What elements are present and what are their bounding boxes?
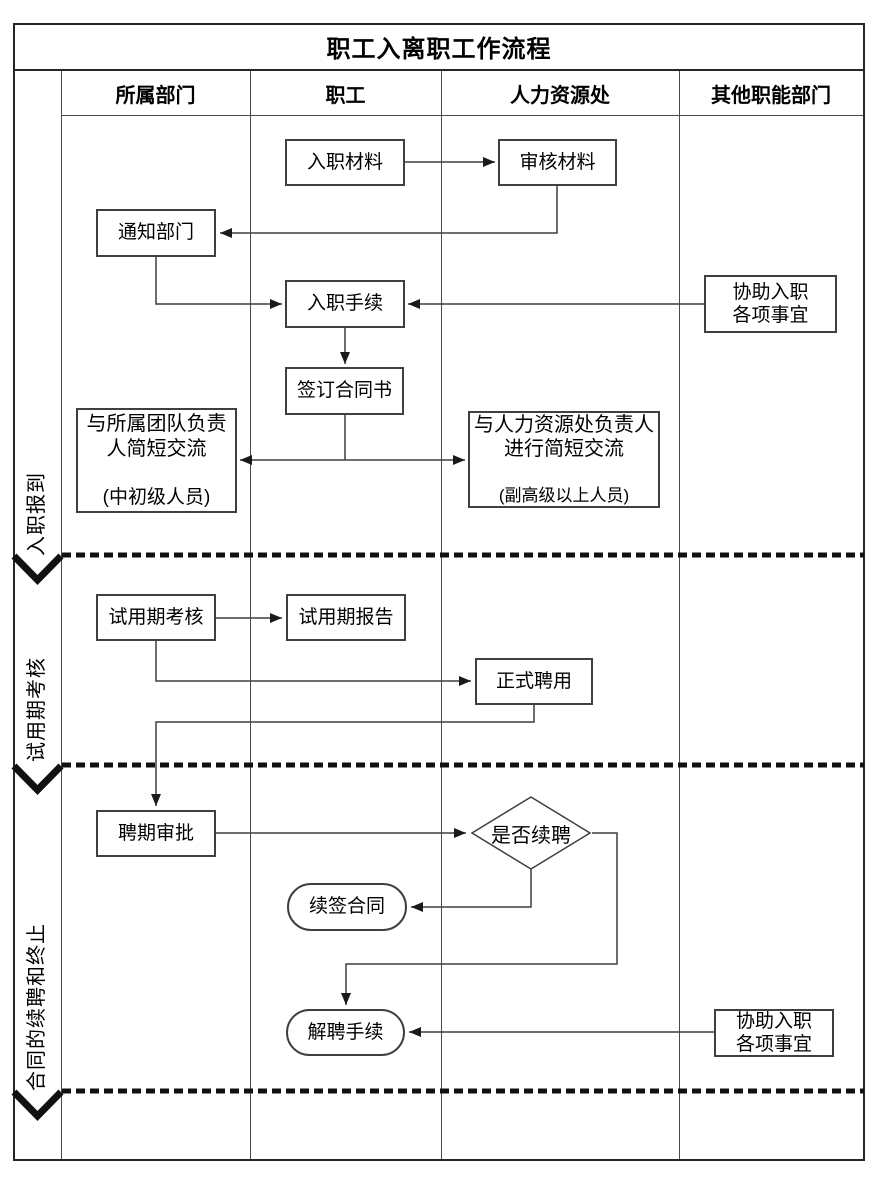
node-probation-report: 试用期报告 bbox=[286, 594, 406, 641]
node-renew-decision: 是否续聘 bbox=[470, 795, 592, 871]
node-onboarding-procedure: 入职手续 bbox=[285, 280, 405, 328]
node-onboarding-materials: 入职材料 bbox=[285, 139, 405, 186]
page-title: 职工入离职工作流程 bbox=[13, 23, 865, 71]
lane-divider-phase bbox=[61, 71, 62, 1159]
lane-header-department: 所属部门 bbox=[115, 84, 196, 107]
lane-divider-3 bbox=[679, 71, 680, 1159]
lane-divider-1 bbox=[250, 71, 251, 1159]
node-probation-review: 试用期考核 bbox=[96, 594, 216, 641]
table-frame bbox=[13, 23, 865, 1161]
phase-label-probation: 试用期考核 bbox=[26, 657, 48, 762]
lane-header-employee: 职工 bbox=[325, 84, 366, 107]
lane-header-other-depts: 其他职能部门 bbox=[711, 84, 831, 107]
node-sign-contract: 签订合同书 bbox=[285, 367, 404, 415]
node-label: 与所属团队负责 人简短交流 bbox=[86, 413, 227, 460]
node-sublabel: (中初级人员) bbox=[102, 486, 211, 508]
node-hr-leader-talk: 与人力资源处负责人 进行简短交流 (副高级以上人员) bbox=[468, 411, 660, 508]
node-assist-onboarding-top: 协助入职 各项事宜 bbox=[704, 275, 837, 333]
node-sublabel: (副高级以上人员) bbox=[498, 485, 630, 505]
header-divider bbox=[61, 115, 863, 116]
node-review-materials: 审核材料 bbox=[498, 139, 617, 186]
lane-header-hr: 人力资源处 bbox=[510, 84, 610, 107]
phase-label-contract: 合同的续聘和终止 bbox=[26, 923, 48, 1091]
phase-label-onboarding: 入职报到 bbox=[26, 472, 48, 556]
node-assist-onboarding-bottom: 协助入职 各项事宜 bbox=[714, 1009, 834, 1057]
node-dismissal-procedure: 解聘手续 bbox=[286, 1009, 405, 1056]
node-notify-department: 通知部门 bbox=[96, 209, 216, 257]
node-formal-hire: 正式聘用 bbox=[475, 658, 593, 705]
node-term-approval: 聘期审批 bbox=[96, 810, 216, 857]
node-renew-contract: 续签合同 bbox=[287, 883, 407, 931]
lane-divider-2 bbox=[441, 71, 442, 1159]
node-label: 是否续聘 bbox=[491, 824, 571, 847]
node-team-leader-talk: 与所属团队负责 人简短交流 (中初级人员) bbox=[76, 408, 237, 513]
node-label: 与人力资源处负责人 进行简短交流 bbox=[474, 413, 654, 460]
